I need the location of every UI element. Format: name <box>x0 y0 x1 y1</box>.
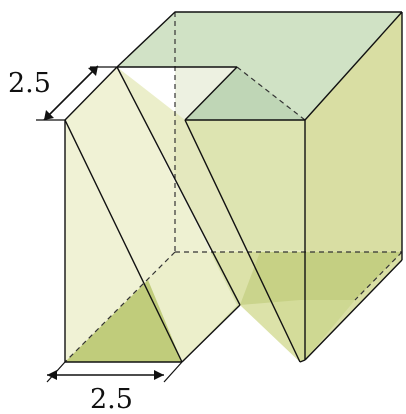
edge-slant-middle <box>116 66 241 306</box>
hidden-edge-floor-diagonal <box>64 251 176 363</box>
edge-top-step <box>184 66 238 121</box>
dimension-top-arrowhead-start <box>44 110 54 120</box>
dimension-bottom-tick-end <box>163 361 183 383</box>
hidden-edge-right-floor <box>354 251 403 301</box>
edge-top-right-diagonal <box>304 11 403 121</box>
front-left-face <box>65 67 237 362</box>
dimension-bottom-arrowhead-start <box>47 370 57 380</box>
dimension-top-label: 2.5 <box>8 68 51 99</box>
dimension-top: 2.5 <box>8 65 117 121</box>
right-floor-band <box>240 252 402 305</box>
top-face <box>117 12 402 120</box>
edge-bottom-right <box>299 359 306 363</box>
edge-bottom-right-diagonal <box>304 259 403 361</box>
dimension-bottom-label: 2.5 <box>90 384 133 414</box>
faces <box>65 12 402 362</box>
dimension-bottom-tick-start <box>46 361 66 383</box>
edge-front-top-left <box>64 66 118 121</box>
edge-bottom-step <box>181 304 241 363</box>
edge-slant-front <box>64 119 183 363</box>
edge-top-outline <box>116 11 402 68</box>
dimension-top-arrowhead-end <box>88 66 98 76</box>
dimension-bottom-arrowhead-end <box>154 370 164 380</box>
visible-edges <box>64 11 403 363</box>
dimension-top-arrow <box>43 65 99 121</box>
dimension-bottom: 2.5 <box>46 361 183 414</box>
edge-slant-inner <box>184 119 301 363</box>
top-step-shade <box>185 67 305 120</box>
